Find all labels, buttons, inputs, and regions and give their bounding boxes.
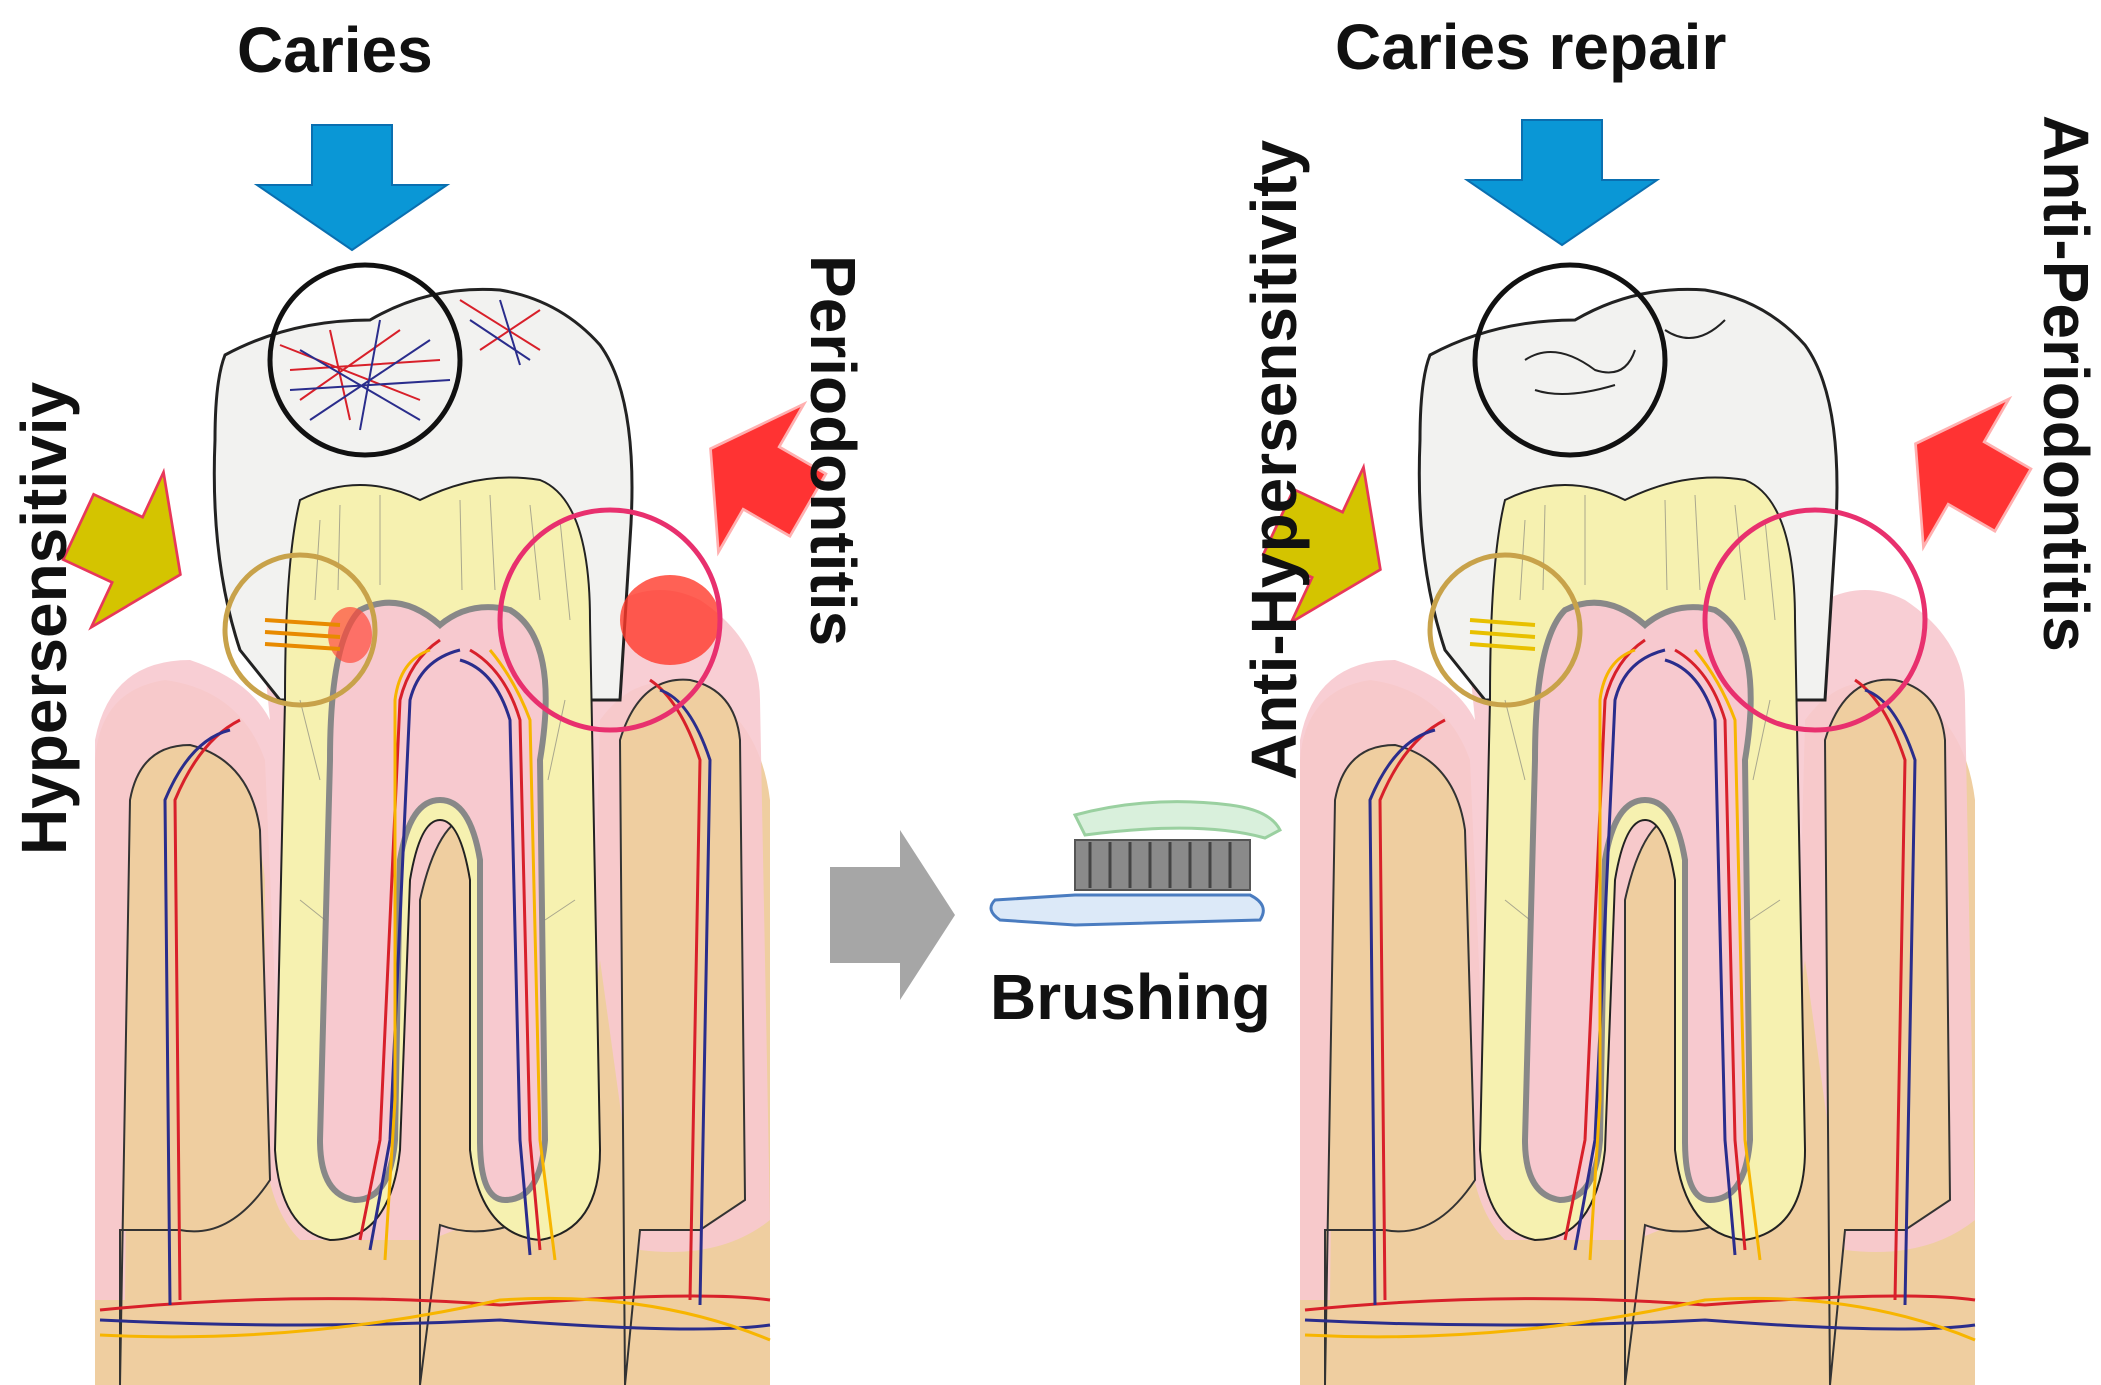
- anti-periodontitis-arrow-icon: [1871, 368, 2058, 576]
- anti-periodontitis-circle: [1702, 507, 1928, 733]
- hypersensitivity-label: Hypersensitiviy: [8, 381, 80, 855]
- periodontitis-circle: [497, 507, 723, 733]
- transition-arrow-right-icon: [830, 830, 955, 1000]
- repaired-fissures: [1524, 319, 1726, 395]
- caries-lesion: [279, 299, 541, 431]
- left-tooth-diagram: [95, 262, 770, 1385]
- caries-repair-label: Caries repair: [1335, 11, 1727, 83]
- caries-arrow-down-icon: [256, 124, 448, 251]
- caries-repair-circle: [1472, 262, 1668, 458]
- inflammation-spot: [620, 575, 720, 665]
- caries-label: Caries: [237, 14, 433, 86]
- exposed-tubules: [264, 618, 341, 651]
- right-tooth-diagram: [1300, 262, 1975, 1385]
- brushing-label: Brushing: [990, 961, 1271, 1033]
- sealed-tubules: [1469, 618, 1536, 651]
- anti-periodontitis-label: Anti-Periodontitis: [2030, 115, 2101, 652]
- hypersensitivity-circle: [222, 552, 378, 708]
- caries-circle: [267, 262, 463, 458]
- anti-hypersensitivity-label: Anti-Hypersensitivity: [1238, 139, 1310, 780]
- periodontitis-label: Periodontitis: [797, 255, 869, 647]
- caries-repair-arrow-down-icon: [1466, 119, 1658, 246]
- toothbrush-icon: [989, 800, 1282, 927]
- anti-hypersensitivity-circle: [1427, 552, 1583, 708]
